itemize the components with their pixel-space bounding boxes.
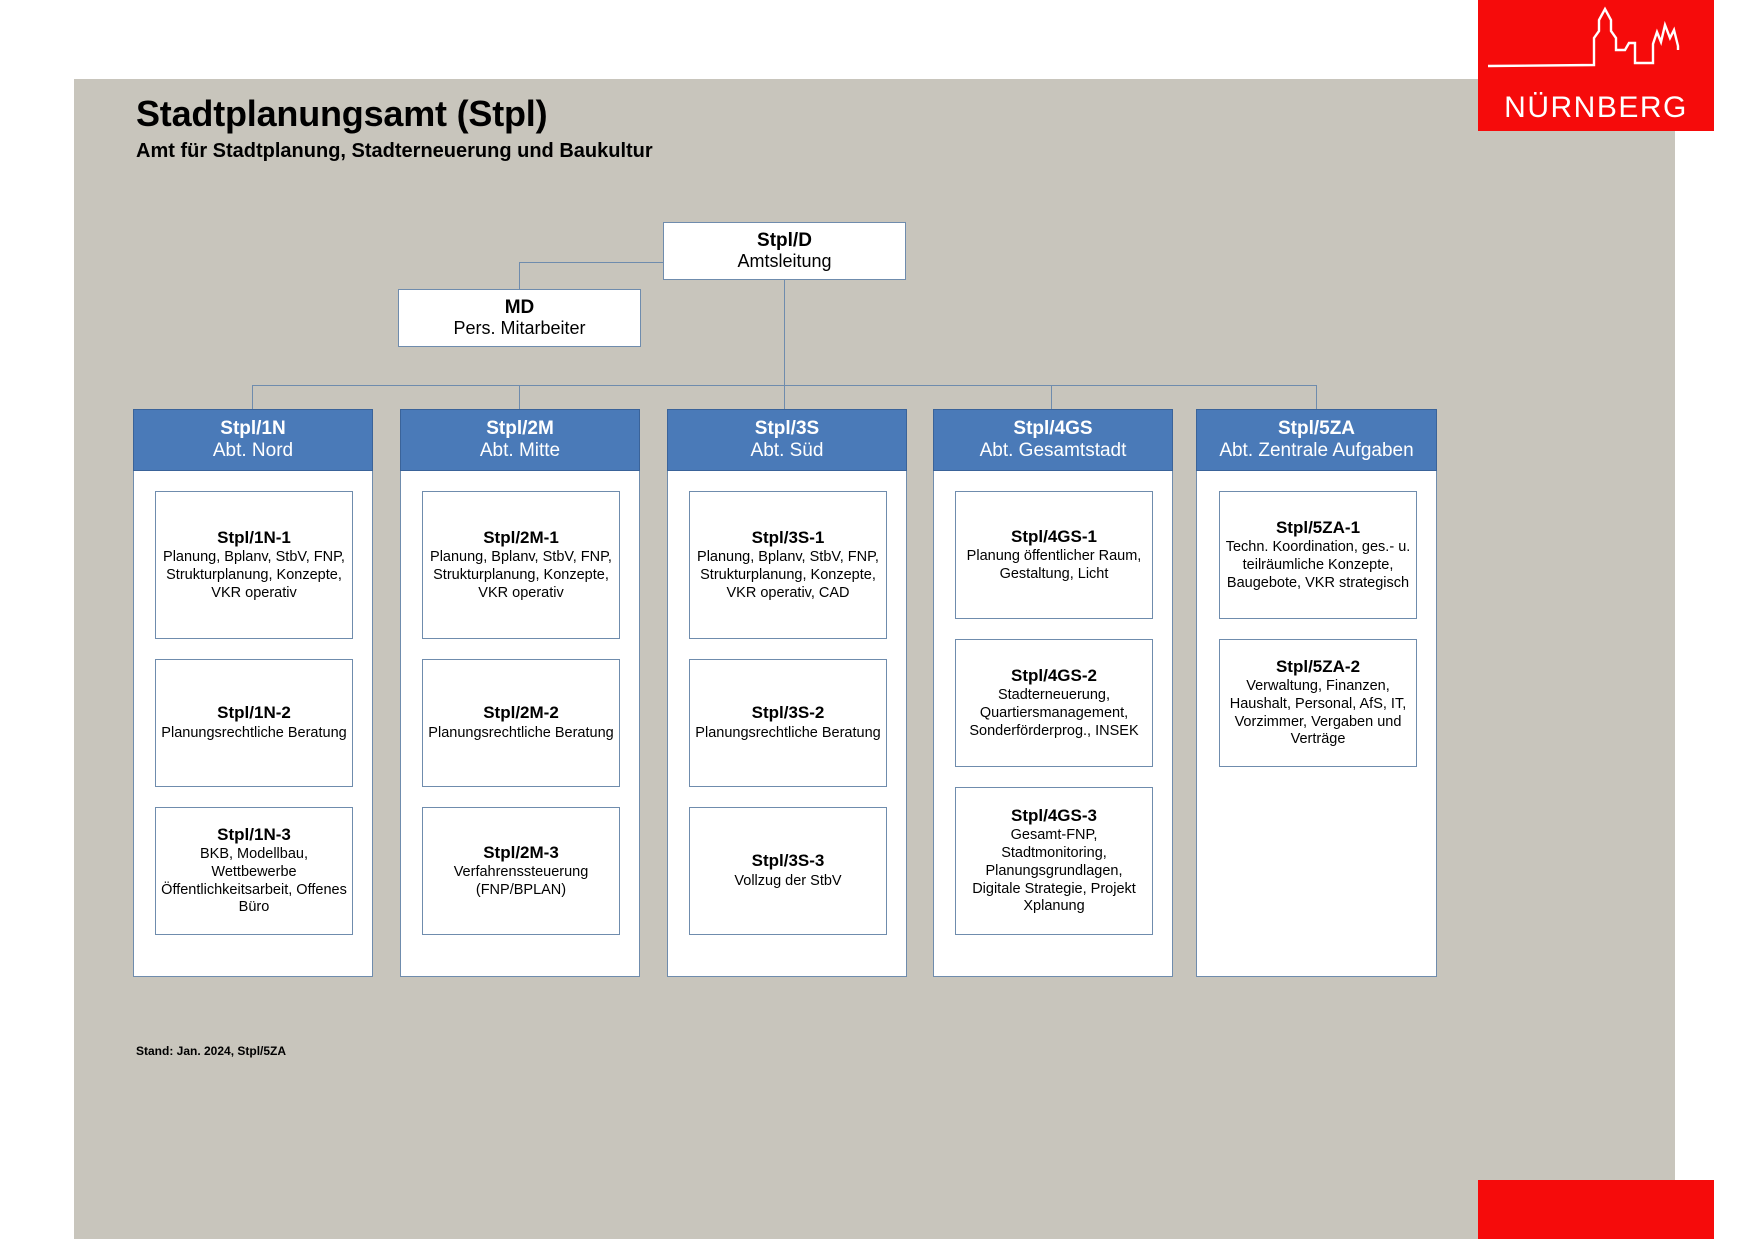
department-body-4gs: Stpl/4GS-1 Planung öffentlicher Raum, Ge…: [933, 471, 1173, 977]
unit-code: Stpl/4GS-1: [1011, 526, 1097, 546]
connector-d-trunk: [784, 280, 785, 385]
department-code: Stpl/4GS: [1013, 418, 1093, 440]
unit-1n-3[interactable]: Stpl/1N-3 BKB, Modellbau, Wettbewerbe Öf…: [155, 807, 353, 935]
unit-code: Stpl/3S-3: [751, 851, 825, 871]
department-code: Stpl/2M: [486, 418, 554, 440]
connector-drop-dept-2: [784, 385, 785, 410]
unit-code: Stpl/3S-2: [751, 703, 825, 723]
department-body-1n: Stpl/1N-1 Planung, Bplanv, StbV, FNP, St…: [133, 471, 373, 977]
department-code: Stpl/1N: [220, 418, 286, 440]
unit-desc: Planung, Bplanv, StbV, FNP, Strukturplan…: [697, 548, 879, 601]
unit-3s-2[interactable]: Stpl/3S-2 Planungsrechtliche Beratung: [689, 659, 887, 787]
connector-drop-dept-0: [252, 385, 253, 410]
department-header-1n[interactable]: Stpl/1N Abt. Nord: [133, 409, 373, 471]
node-stpl-d[interactable]: Stpl/D Amtsleitung: [663, 222, 906, 280]
connector-drop-dept-1: [519, 385, 520, 410]
unit-code: Stpl/2M-1: [483, 527, 559, 547]
connector-d-to-md-horizontal: [519, 262, 664, 263]
department-desc: Abt. Nord: [212, 440, 294, 461]
department-column-3s: Stpl/3S Abt. Süd Stpl/3S-1 Planung, Bpla…: [667, 409, 907, 977]
unit-desc: BKB, Modellbau, Wettbewerbe Öffentlichke…: [161, 845, 347, 916]
unit-desc: Planungsrechtliche Beratung: [428, 724, 614, 741]
unit-1n-1[interactable]: Stpl/1N-1 Planung, Bplanv, StbV, FNP, St…: [155, 491, 353, 639]
unit-2m-2[interactable]: Stpl/2M-2 Planungsrechtliche Beratung: [422, 659, 620, 787]
unit-desc: Planungsrechtliche Beratung: [695, 724, 881, 741]
node-code: Stpl/D: [757, 230, 812, 252]
unit-code: Stpl/3S-1: [751, 527, 825, 547]
unit-code: Stpl/5ZA-1: [1275, 517, 1361, 537]
unit-desc: Planung, Bplanv, StbV, FNP, Strukturplan…: [430, 548, 612, 601]
department-header-2m[interactable]: Stpl/2M Abt. Mitte: [400, 409, 640, 471]
unit-code: Stpl/4GS-2: [1011, 665, 1097, 685]
department-header-3s[interactable]: Stpl/3S Abt. Süd: [667, 409, 907, 471]
node-code: MD: [504, 297, 535, 319]
unit-desc: Planung, Bplanv, StbV, FNP, Strukturplan…: [163, 548, 345, 601]
department-header-4gs[interactable]: Stpl/4GS Abt. Gesamtstadt: [933, 409, 1173, 471]
unit-code: Stpl/5ZA-2: [1275, 656, 1361, 676]
unit-code: Stpl/1N-2: [217, 703, 291, 723]
unit-code: Stpl/1N-3: [217, 824, 291, 844]
department-code: Stpl/3S: [754, 418, 820, 440]
connector-drop-dept-4: [1316, 385, 1317, 410]
unit-5za-1[interactable]: Stpl/5ZA-1 Techn. Koordination, ges.- u.…: [1219, 491, 1417, 619]
unit-5za-2[interactable]: Stpl/5ZA-2 Verwaltung, Finanzen, Haushal…: [1219, 639, 1417, 767]
unit-desc: Verfahrenssteuerung (FNP/BPLAN): [453, 863, 589, 898]
unit-desc: Vollzug der StbV: [734, 872, 842, 889]
unit-3s-3[interactable]: Stpl/3S-3 Vollzug der StbV: [689, 807, 887, 935]
logo-accent-bar: [1478, 1180, 1714, 1239]
unit-3s-1[interactable]: Stpl/3S-1 Planung, Bplanv, StbV, FNP, St…: [689, 491, 887, 639]
unit-code: Stpl/2M-3: [483, 842, 559, 862]
unit-desc: Stadterneuerung, Quartiersmanagement, So…: [969, 686, 1139, 739]
connector-drop-dept-3: [1051, 385, 1052, 410]
department-column-5za: Stpl/5ZA Abt. Zentrale Aufgaben Stpl/5ZA…: [1196, 409, 1437, 977]
unit-4gs-2[interactable]: Stpl/4GS-2 Stadterneuerung, Quartiersman…: [955, 639, 1153, 767]
logo-wordmark: NÜRNBERG: [1504, 91, 1688, 124]
unit-code: Stpl/1N-1: [217, 527, 291, 547]
node-desc: Amtsleitung: [737, 251, 832, 272]
city-skyline-icon: [1487, 6, 1680, 68]
department-desc: Abt. Zentrale Aufgaben: [1219, 440, 1414, 461]
unit-4gs-3[interactable]: Stpl/4GS-3 Gesamt-FNP, Stadtmonitoring, …: [955, 787, 1153, 935]
department-desc: Abt. Süd: [750, 440, 824, 461]
page-subtitle: Amt für Stadtplanung, Stadterneuerung un…: [136, 140, 653, 162]
unit-desc: Planung öffentlicher Raum, Gestaltung, L…: [966, 547, 1142, 582]
unit-desc: Planungsrechtliche Beratung: [161, 724, 347, 741]
unit-desc: Verwaltung, Finanzen, Haushalt, Personal…: [1229, 677, 1407, 748]
footer-note: Stand: Jan. 2024, Stpl/5ZA: [136, 1044, 287, 1058]
department-desc: Abt. Mitte: [479, 440, 561, 461]
nuernberg-logo: NÜRNBERG: [1478, 0, 1714, 131]
unit-2m-1[interactable]: Stpl/2M-1 Planung, Bplanv, StbV, FNP, St…: [422, 491, 620, 639]
department-body-2m: Stpl/2M-1 Planung, Bplanv, StbV, FNP, St…: [400, 471, 640, 977]
node-desc: Pers. Mitarbeiter: [453, 318, 586, 339]
department-column-2m: Stpl/2M Abt. Mitte Stpl/2M-1 Planung, Bp…: [400, 409, 640, 977]
unit-desc: Techn. Koordination, ges.- u. teilräumli…: [1225, 538, 1411, 591]
node-md[interactable]: MD Pers. Mitarbeiter: [398, 289, 641, 347]
department-code: Stpl/5ZA: [1277, 418, 1356, 440]
unit-4gs-1[interactable]: Stpl/4GS-1 Planung öffentlicher Raum, Ge…: [955, 491, 1153, 619]
page-title: Stadtplanungsamt (Stpl): [136, 93, 548, 134]
department-header-5za[interactable]: Stpl/5ZA Abt. Zentrale Aufgaben: [1196, 409, 1437, 471]
unit-code: Stpl/4GS-3: [1011, 805, 1097, 825]
unit-code: Stpl/2M-2: [483, 703, 559, 723]
connector-d-to-md-vertical: [519, 262, 520, 290]
unit-1n-2[interactable]: Stpl/1N-2 Planungsrechtliche Beratung: [155, 659, 353, 787]
department-desc: Abt. Gesamtstadt: [979, 440, 1127, 461]
department-body-3s: Stpl/3S-1 Planung, Bplanv, StbV, FNP, St…: [667, 471, 907, 977]
unit-2m-3[interactable]: Stpl/2M-3 Verfahrenssteuerung (FNP/BPLAN…: [422, 807, 620, 935]
unit-desc: Gesamt-FNP, Stadtmonitoring, Planungsgru…: [972, 826, 1136, 915]
department-column-4gs: Stpl/4GS Abt. Gesamtstadt Stpl/4GS-1 Pla…: [933, 409, 1173, 977]
department-body-5za: Stpl/5ZA-1 Techn. Koordination, ges.- u.…: [1196, 471, 1437, 977]
department-column-1n: Stpl/1N Abt. Nord Stpl/1N-1 Planung, Bpl…: [133, 409, 373, 977]
